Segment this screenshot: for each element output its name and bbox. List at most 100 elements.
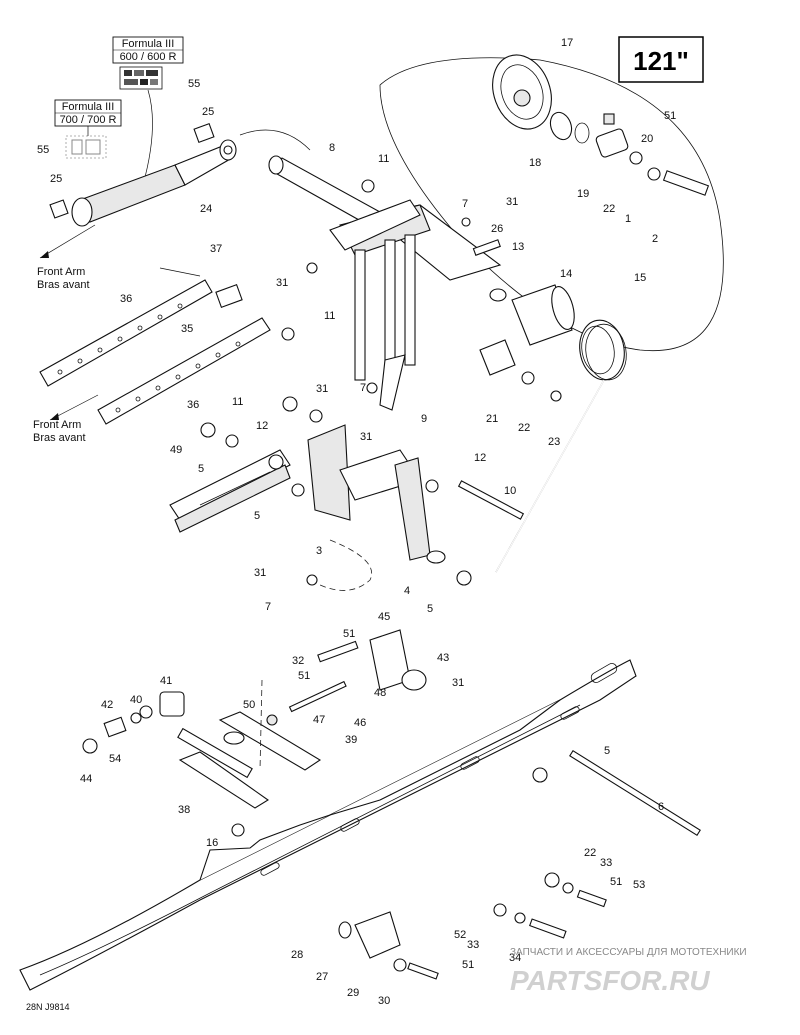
callout-51: 51 <box>462 959 474 971</box>
wheel-bracket <box>338 911 439 980</box>
callout-33: 33 <box>600 857 612 869</box>
callout-7: 7 <box>265 601 271 613</box>
slide-rail <box>19 659 701 991</box>
callout-28: 28 <box>291 949 303 961</box>
callout-25: 25 <box>50 173 62 185</box>
fasteners-upper <box>200 179 562 586</box>
decal-icon <box>119 66 163 90</box>
callout-22: 22 <box>603 203 615 215</box>
callout-5: 5 <box>254 510 260 522</box>
callout-6: 6 <box>658 801 664 813</box>
callout-15: 15 <box>634 272 646 284</box>
callout-54: 54 <box>109 753 121 765</box>
arrow-label-line2: Bras avant <box>33 432 86 444</box>
callout-20: 20 <box>641 133 653 145</box>
rail-segment <box>169 449 291 533</box>
note-box-formula-600: Formula III 600 / 600 R <box>112 36 184 64</box>
callout-8: 8 <box>329 142 335 154</box>
callout-13: 13 <box>512 241 524 253</box>
arrow-label-line1: Front Arm <box>33 419 81 431</box>
callout-33: 33 <box>467 939 479 951</box>
callout-43: 43 <box>437 652 449 664</box>
callout-31: 31 <box>276 277 288 289</box>
arrow-label-line1: Front Arm <box>37 266 85 278</box>
callout-9: 9 <box>421 413 427 425</box>
lower-pivot-assembly <box>82 629 427 809</box>
callout-2: 2 <box>652 233 658 245</box>
callouts: 17 55 25 51 20 55 8 11 18 19 22 1 25 2 2… <box>37 37 676 1007</box>
callout-53: 53 <box>633 879 645 891</box>
callout-14: 14 <box>560 268 572 280</box>
callout-1: 1 <box>625 213 631 225</box>
shock-absorber <box>39 89 311 259</box>
callout-47: 47 <box>313 714 325 726</box>
callout-12: 12 <box>474 452 486 464</box>
callout-39: 39 <box>345 734 357 746</box>
callout-31: 31 <box>316 383 328 395</box>
callout-48: 48 <box>374 687 386 699</box>
front-arm-links <box>39 267 271 425</box>
callout-38: 38 <box>178 804 190 816</box>
note-box-line2: 600 / 600 R <box>120 51 177 63</box>
callout-26: 26 <box>491 223 503 235</box>
callout-51: 51 <box>343 628 355 640</box>
callout-21: 21 <box>486 413 498 425</box>
callout-37: 37 <box>210 243 222 255</box>
callout-50: 50 <box>243 699 255 711</box>
watermark-logo: PARTSFOR.RU <box>510 965 710 996</box>
callout-22: 22 <box>518 422 530 434</box>
note-box-line1: Formula III <box>62 101 115 113</box>
callout-19: 19 <box>577 188 589 200</box>
callout-31: 31 <box>254 567 266 579</box>
callout-51: 51 <box>664 110 676 122</box>
callout-4: 4 <box>404 585 410 597</box>
callout-46: 46 <box>354 717 366 729</box>
title-box: 121" <box>618 36 704 83</box>
callout-5: 5 <box>604 745 610 757</box>
arrow-label-line2: Bras avant <box>37 279 90 291</box>
callout-42: 42 <box>101 699 113 711</box>
callout-11: 11 <box>378 153 389 165</box>
callout-5: 5 <box>427 603 433 615</box>
callout-32: 32 <box>292 655 304 667</box>
callout-24: 24 <box>200 203 212 215</box>
callout-12: 12 <box>256 420 268 432</box>
callout-55: 55 <box>37 144 49 156</box>
callout-23: 23 <box>548 436 560 448</box>
front-arm-label-1: Front Arm Bras avant <box>37 266 90 291</box>
callout-51: 51 <box>298 670 310 682</box>
callout-35: 35 <box>181 323 193 335</box>
front-arm-label-2: Front Arm Bras avant <box>33 419 86 444</box>
note-box-formula-700: Formula III 700 / 700 R <box>54 99 122 127</box>
callout-22: 22 <box>584 847 596 859</box>
diagram-title: 121" <box>633 46 689 76</box>
callout-31: 31 <box>452 677 464 689</box>
callout-31: 31 <box>506 196 518 208</box>
drawing-code: 28N J9814 <box>26 1002 70 1012</box>
callout-30: 30 <box>378 995 390 1007</box>
callout-27: 27 <box>316 971 328 983</box>
callout-34: 34 <box>509 952 521 964</box>
idler-wheel <box>492 54 710 196</box>
callout-51: 51 <box>610 876 622 888</box>
callout-44: 44 <box>80 773 92 785</box>
callout-31: 31 <box>360 431 372 443</box>
callout-10: 10 <box>504 485 516 497</box>
rear-arm-assembly <box>307 199 446 591</box>
callout-36: 36 <box>120 293 132 305</box>
note-box-line1: Formula III <box>122 38 175 50</box>
callout-45: 45 <box>378 611 390 623</box>
callout-16: 16 <box>206 837 218 849</box>
decal-icon <box>65 135 107 159</box>
callout-7: 7 <box>462 198 468 210</box>
watermark-tagline: ЗАПЧАСТИ И АКСЕССУАРЫ ДЛЯ МОТОТЕХНИКИ <box>510 947 747 958</box>
callout-41: 41 <box>160 675 172 687</box>
callout-36: 36 <box>187 399 199 411</box>
callout-5: 5 <box>198 463 204 475</box>
note-box-line2: 700 / 700 R <box>60 114 117 126</box>
callout-7: 7 <box>360 382 366 394</box>
callout-49: 49 <box>170 444 182 456</box>
callout-55: 55 <box>188 78 200 90</box>
callout-11: 11 <box>232 396 243 408</box>
